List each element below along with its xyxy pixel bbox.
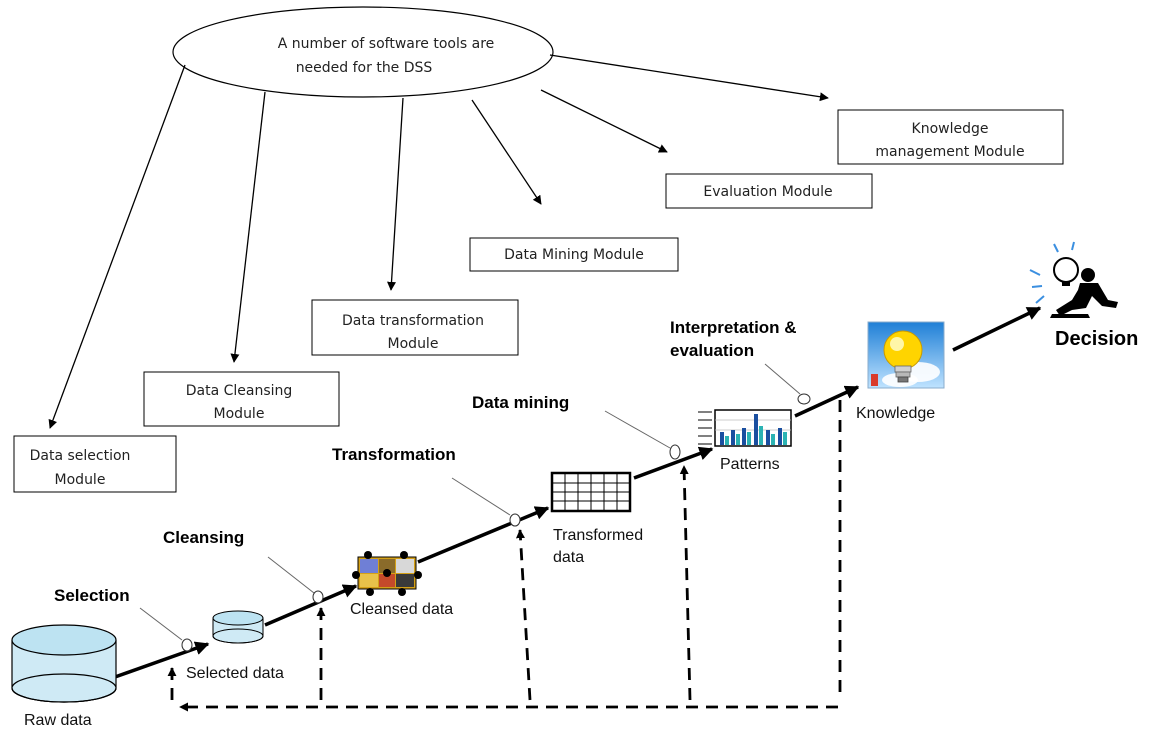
- feedback-to-transformation: [515, 529, 532, 701]
- data-selection-module-box: Data selection Module: [13, 435, 177, 493]
- step-markers: [181, 393, 811, 652]
- selection-module-line1: Data selection: [30, 448, 131, 464]
- arrow-to-cleansing-module: [230, 91, 266, 363]
- arrow-to-evaluation-module: [540, 89, 668, 153]
- arrow-to-knowledge-module: [549, 54, 829, 102]
- transformed-data-label-line1: Transformed: [553, 527, 643, 544]
- interpretation-marker: [797, 393, 811, 405]
- arrow-to-mining-module: [471, 99, 542, 205]
- raw-data-label: Raw data: [24, 712, 92, 729]
- flow-cleansed-to-transformed: [417, 506, 550, 564]
- arrow-to-transformation-module: [387, 97, 404, 291]
- data-cleansing-module-box: Data Cleansing Module: [143, 371, 340, 427]
- database-cylinder-icon: [11, 624, 117, 703]
- transformation-label: Transformation: [332, 445, 456, 464]
- feedback-loop: [167, 400, 842, 712]
- data-mining-marker: [669, 444, 681, 460]
- transformation-marker: [509, 513, 521, 527]
- cleansed-data-label: Cleansed data: [350, 601, 453, 618]
- selection-label: Selection: [54, 586, 130, 605]
- cleansing-module-line1: Data Cleansing: [186, 383, 293, 399]
- mining-module-label: Data Mining Module: [504, 247, 644, 263]
- patterns-label: Patterns: [720, 456, 780, 473]
- data-transformation-module-box: Data transformation Module: [311, 299, 519, 356]
- transformation-module-line1: Data transformation: [342, 313, 484, 329]
- thinking-person-icon: [1029, 241, 1118, 318]
- selected-data-label: Selected data: [186, 665, 284, 682]
- ellipse-text-line1: A number of software tools are: [278, 36, 495, 52]
- process-flow: [114, 306, 1042, 679]
- flow-patterns-to-knowledge: [794, 385, 860, 418]
- module-arrows: [48, 54, 829, 429]
- cleansing-module-line2: Module: [214, 406, 265, 422]
- cleansing-label: Cleansing: [163, 528, 244, 547]
- puzzle-pieces-icon: [352, 551, 422, 596]
- decision-label: Decision: [1055, 328, 1138, 350]
- evaluation-module-box: Evaluation Module: [665, 173, 873, 209]
- knowledge-module-line2: management Module: [875, 144, 1024, 160]
- cleansing-marker: [312, 590, 324, 604]
- data-mining-module-box: Data Mining Module: [469, 237, 679, 272]
- selection-marker: [181, 638, 193, 652]
- flow-transformed-to-patterns: [633, 446, 714, 480]
- step-pointers: [139, 363, 801, 641]
- selected-data-cylinder-icon: [212, 610, 264, 644]
- knowledge-module-line1: Knowledge: [912, 121, 989, 137]
- feedback-to-data-mining: [679, 465, 692, 701]
- data-mining-label: Data mining: [472, 393, 569, 412]
- flow-knowledge-to-decision: [952, 306, 1042, 352]
- transformed-data-label-line2: data: [553, 549, 584, 566]
- transformation-module-line2: Module: [388, 336, 439, 352]
- lightbulb-icon: [867, 321, 945, 389]
- interpretation-label-line1: Interpretation &: [670, 318, 797, 337]
- interpretation-label-line2: evaluation: [670, 341, 754, 360]
- arrow-to-selection-module: [48, 64, 186, 429]
- flow-raw-to-selected: [114, 641, 210, 679]
- bar-chart-icon: [698, 409, 792, 447]
- flow-selected-to-cleansed: [264, 584, 358, 627]
- knowledge-management-module-box: Knowledge management Module: [837, 109, 1064, 165]
- knowledge-label: Knowledge: [856, 405, 935, 422]
- dss-tools-ellipse: A number of software tools are needed fo…: [172, 6, 554, 98]
- selection-module-line2: Module: [55, 472, 106, 488]
- grid-table-icon: [550, 471, 632, 513]
- evaluation-module-label: Evaluation Module: [703, 184, 832, 200]
- ellipse-text-line2: needed for the DSS: [296, 60, 433, 76]
